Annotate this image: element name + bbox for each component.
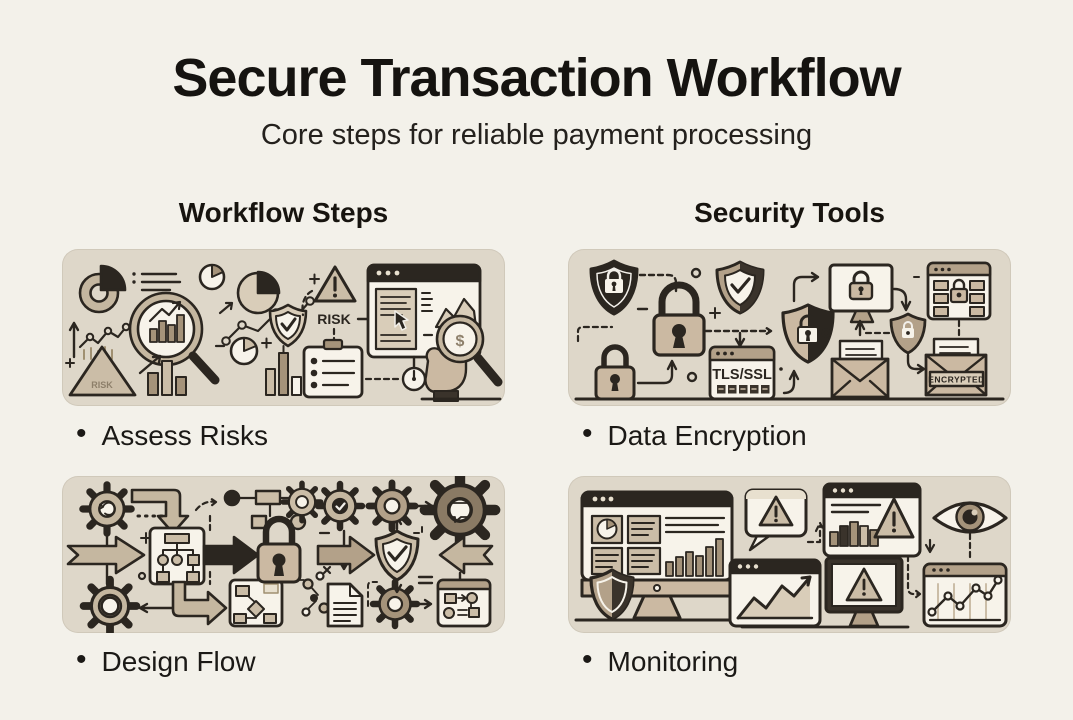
shield-check-icon: [268, 303, 308, 348]
panel-data-encryption: TLS/SSL: [568, 249, 1011, 406]
label-text: Assess Risks: [101, 420, 268, 451]
label-monitoring: • Monitoring: [582, 643, 739, 678]
scatter-network-icon: [297, 571, 330, 617]
risk-mountain-icon: RISK: [65, 345, 137, 397]
warning-triangle-icon: [313, 265, 357, 303]
small-padlock-icon: [594, 344, 636, 401]
dashed-connector: [301, 289, 314, 317]
cursor-icon: [394, 310, 409, 331]
gear-icon: [84, 580, 137, 633]
mini-shield-lock-icon: [889, 312, 927, 355]
data-encryption-illustration: TLS/SSL: [574, 259, 1005, 401]
envelope-letter-icon: [830, 339, 890, 399]
design-flow-illustration: [66, 476, 505, 633]
label-text: Data Encryption: [607, 420, 807, 451]
browser-grid-lock-icon: [926, 261, 992, 321]
document-icon: [326, 582, 364, 628]
chat-bubble-glyph: [447, 502, 472, 523]
trend-browser-icon: [728, 558, 822, 628]
label-assess-risks: • Assess Risks: [76, 417, 268, 452]
svg-text:RISK: RISK: [91, 380, 113, 390]
list-icon: [132, 272, 182, 292]
shield-icon: [589, 568, 635, 621]
elbow-arrow-down-icon: [130, 488, 190, 535]
column-header-security-tools: Security Tools: [694, 197, 885, 228]
refresh-glyph: [98, 501, 116, 516]
bullet-point: •: [582, 417, 593, 450]
gear-icon: [83, 485, 131, 533]
clipboard-checklist-icon: [302, 338, 364, 399]
gauge-icon: [364, 355, 427, 392]
bullet-point: •: [76, 643, 87, 676]
monitor-lock-icon: [828, 263, 894, 324]
dashed-arrow-icon: [806, 521, 826, 544]
dashboard-monitor-icon: [580, 490, 734, 620]
two-tone-shield-lock-icon: [781, 303, 835, 364]
svg-text:RISK: RISK: [317, 311, 350, 327]
x-mark: [322, 565, 332, 575]
plus-sign: [309, 273, 320, 285]
svg-text:$: $: [456, 333, 465, 350]
padlock-icon: [256, 515, 302, 584]
elbow-arrow-icon: [636, 359, 678, 385]
assess-risks-illustration: RISK RISK: [65, 263, 503, 402]
monitoring-illustration: [574, 482, 1008, 629]
column-header-workflow-steps: Workflow Steps: [178, 197, 389, 228]
page-subtitle: Core steps for reliable payment processi…: [260, 119, 813, 151]
page-title: Secure Transaction Workflow: [172, 48, 901, 108]
panel-monitoring: [568, 476, 1011, 633]
donut-chart-icon: [78, 264, 127, 314]
alert-monitor-icon: [824, 556, 904, 628]
elbow-arrow-right-icon: [171, 580, 228, 626]
flow-card-icon: [228, 578, 284, 628]
label-text: Design Flow: [101, 646, 256, 677]
small-pie2-icon: [229, 336, 272, 366]
hand-magnifier-dollar-icon: $: [420, 314, 503, 402]
chevron-arrow-icon: [66, 535, 146, 575]
encrypted-envelope-icon: ENCRYPTED: [924, 337, 988, 397]
dashed-arrow-icon: [194, 496, 218, 512]
magnifier-bar-chart-icon: [128, 291, 220, 385]
label-text: Monitoring: [607, 646, 739, 677]
svg-text:TLS/SSL: TLS/SSL: [712, 367, 772, 383]
bar-chart-icon: [147, 360, 187, 396]
flowchart-card-icon: [148, 526, 206, 586]
quarter-pie-icon: [236, 270, 281, 315]
shield-lock-icon: [589, 259, 639, 316]
dotted-line-chart-browser-icon: [922, 562, 1008, 628]
bullet-point: •: [76, 417, 87, 450]
tls-browser-icon: TLS/SSL: [708, 345, 776, 401]
padlock-icon: [652, 281, 706, 357]
bullet-point: •: [582, 643, 593, 676]
flow-card2-icon: [436, 578, 492, 628]
shield-check-icon: [715, 260, 765, 315]
panel-assess-risks: RISK RISK: [62, 249, 505, 406]
dashed-arrow-icon: [704, 325, 773, 337]
tan-arrow-left-icon: [438, 535, 494, 575]
up-arrow-icon: [138, 354, 162, 375]
alert-bubble-icon: [744, 488, 808, 552]
left-trend-chart-icon: [68, 321, 131, 360]
equals-glyph: [417, 575, 434, 585]
small-arrow-icon: [218, 301, 234, 315]
panel-design-flow: [62, 476, 505, 633]
gear-icon: [283, 483, 320, 520]
alert-browser-icon: [822, 482, 922, 558]
tan-arrow-icon: [316, 535, 376, 575]
svg-text:ENCRYPTED: ENCRYPTED: [928, 375, 985, 385]
eye-icon: [932, 501, 1008, 534]
label-data-encryption: • Data Encryption: [582, 417, 807, 452]
small-pie-icon: [198, 263, 226, 291]
black-arrow-icon: [202, 535, 260, 575]
label-design-flow: • Design Flow: [76, 643, 256, 678]
gear-icon: [369, 483, 415, 529]
bar-chart2-icon: [265, 345, 302, 396]
big-gear-chat-icon: [425, 476, 495, 545]
shield-check-icon: [374, 529, 420, 582]
